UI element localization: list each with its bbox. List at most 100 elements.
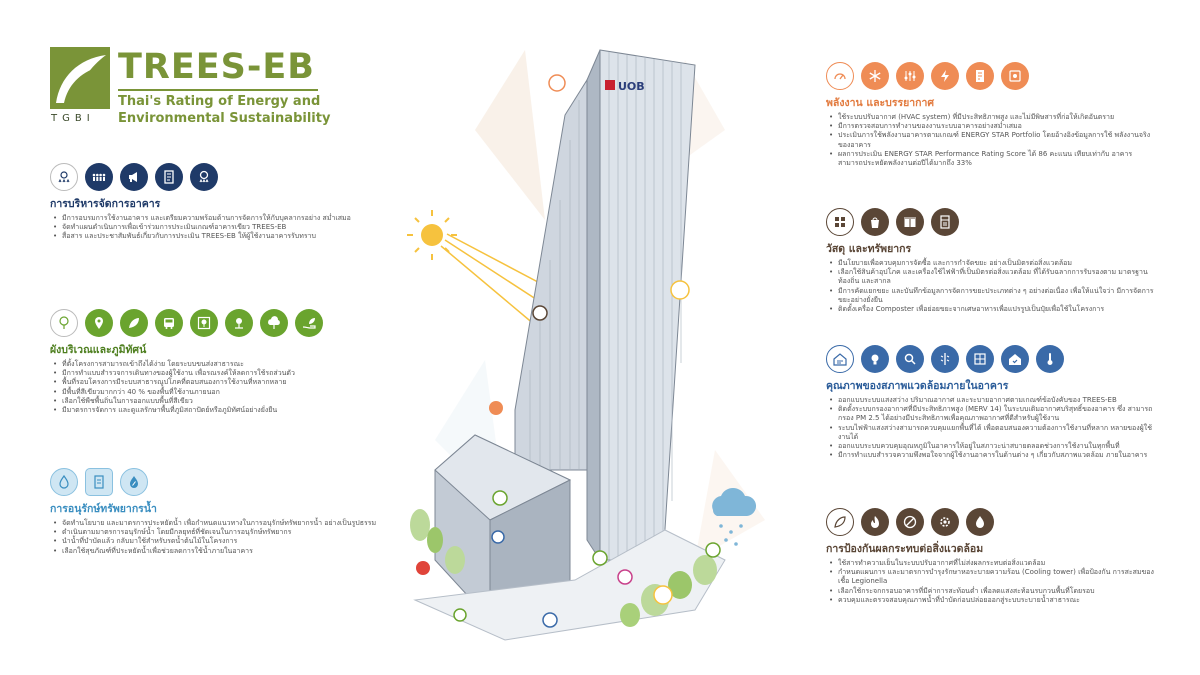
home-check-icon — [1001, 345, 1029, 373]
water-title: การอนุรักษ์ทรัพยากรน้ำ — [50, 503, 157, 515]
sun-rays — [440, 233, 554, 326]
water-percent-icon — [120, 468, 148, 496]
water-drop-icon — [50, 468, 78, 496]
energy-icon-row — [826, 62, 1156, 90]
list-item: เลือกใช้สินค้าอุปโภค และเครื่องใช้ไฟฟ้าท… — [829, 268, 1156, 286]
management-icon-row — [50, 163, 380, 191]
gear-leaf-icon — [931, 508, 959, 536]
list-item: เลือกใช้สุขภัณฑ์ที่ประหยัดน้ำเพื่อช่วยลด… — [53, 547, 380, 556]
leaf-shield-icon — [826, 508, 854, 536]
thermostat-icon — [1001, 62, 1029, 90]
recycle-bag-icon — [861, 208, 889, 236]
rain-cloud-icon — [712, 487, 757, 546]
landscape-trees — [410, 509, 717, 627]
water-document-icon — [85, 468, 113, 496]
lightbulb-icon — [861, 345, 889, 373]
uob-sign-text: UOB — [618, 80, 645, 93]
materials-title: วัสดุ และทรัพยากร — [826, 243, 912, 255]
megaphone-icon — [120, 163, 148, 191]
tree-frame-icon — [190, 309, 218, 337]
glass-panel-icon — [931, 345, 959, 373]
leaf-icon — [120, 309, 148, 337]
water-icon-row — [50, 468, 380, 496]
hand-leaf-icon — [295, 309, 323, 337]
list-item: จัดทำแผนดำเนินการเพื่อเข้าร่วมการประเมิน… — [53, 223, 380, 232]
management-title: การบริหารจัดการอาคาร — [50, 198, 161, 210]
logo-subtitle: Thai's Rating of Energy and Environmenta… — [118, 93, 330, 127]
list-item: ที่ตั้งโครงการสามารถเข้าถึงได้ง่าย โดยระ… — [53, 360, 380, 369]
filter-unit-icon — [966, 345, 994, 373]
pollution-bullets: ใช้สารทำความเย็นในระบบปรับอากาศที่ไม่ส่ง… — [826, 559, 1156, 605]
materials-bullets: มีนโยบายเพื่อควบคุมการจัดซื้อ และการกำจั… — [826, 259, 1156, 314]
management-bullets: มีการอบรมการใช้งานอาคาร และเตรียมความพร้… — [50, 214, 380, 242]
list-item: มีพื้นที่สีเขียวมากกว่า 40 % ของพื้นที่ใ… — [53, 388, 380, 397]
list-item: มีการคัดแยกขยะ และบันทึกข้อมูลการจัดการข… — [829, 287, 1156, 305]
cloud-tree-icon — [260, 309, 288, 337]
list-item: ออกแบบระบบควบคุมอุณหภูมิในอาคารให้อยู่ใน… — [829, 442, 1156, 451]
tower-facade-lines — [529, 52, 682, 560]
section-indoor-environment-quality: คุณภาพของสภาพแวดล้อมภายในอาคาร ออกแบบระบ… — [826, 345, 1156, 461]
section-building-management: การบริหารจัดการอาคาร มีการอบรมการใช้งานอ… — [50, 163, 380, 242]
tree-icon — [50, 309, 78, 337]
list-item: กำหนดแผนการ และมาตรการบำรุงรักษาหอระบายค… — [829, 568, 1156, 586]
list-item: มีการอบรมการใช้งานอาคาร และเตรียมความพร้… — [53, 214, 380, 223]
materials-icon-row — [826, 208, 1156, 236]
list-item: ควบคุมและตรวจสอบคุณภาพน้ำที่บำบัดก่อนปล่… — [829, 596, 1156, 605]
list-item: จัดทำนโยบาย และมาตรการประหยัดน้ำ เพื่อกำ… — [53, 519, 380, 528]
sliders-icon — [896, 62, 924, 90]
ieq-icon-row — [826, 345, 1156, 373]
list-item: มีการทำแบบสำรวจการเดินทางของผู้ใช้งาน เพ… — [53, 369, 380, 378]
pollution-title: การป้องกันผลกระทบต่อสิ่งแวดล้อม — [826, 543, 984, 555]
lightning-icon — [931, 62, 959, 90]
site-icon-row — [50, 309, 380, 337]
logo-divider — [118, 89, 318, 91]
list-item: ผลการประเมิน ENERGY STAR Performance Rat… — [829, 150, 1156, 168]
bins-icon — [896, 208, 924, 236]
section-environmental-protection: การป้องกันผลกระทบต่อสิ่งแวดล้อม ใช้สารทำ… — [826, 508, 1156, 605]
materials-grid-icon — [826, 208, 854, 236]
snowflake-icon — [861, 62, 889, 90]
trees-eb-logo: TGBI TREES-EB Thai's Rating of Energy an… — [50, 47, 330, 129]
list-item: ประเมินการใช้พลังงานอาคารตามเกณฑ์ ENERGY… — [829, 131, 1156, 149]
sun-icon — [407, 210, 457, 260]
logo-title: TREES-EB — [118, 47, 315, 87]
list-item: ระบบไฟฟ้าแสงสว่างสามารถควบคุมแยกพื้นที่ไ… — [829, 424, 1156, 442]
list-item: มีการทำแบบสำรวจความพึงพอใจจากผู้ใช้งานอา… — [829, 451, 1156, 460]
magnifier-icon — [896, 345, 924, 373]
pollution-icon-row — [826, 508, 1156, 536]
list-item: ดำเนินตามมาตรการอนุรักษ์น้ำ โดยมีกลยุทธ์… — [53, 528, 380, 537]
list-item: สื่อสาร และประชาสัมพันธ์เกี่ยวกับการประเ… — [53, 232, 380, 241]
list-item: มีการตรวจสอบการทำงานของงานระบบอาคารอย่าง… — [829, 122, 1156, 131]
section-energy-atmosphere: พลังงาน และบรรยากาศ ใช้ระบบปรับอากาศ (HV… — [826, 62, 1156, 168]
energy-report-icon — [966, 62, 994, 90]
building-illustration: UOB — [407, 49, 765, 641]
list-item: เลือกใช้กระจกกรอบอาคารที่มีค่าการสะท้อนต… — [829, 587, 1156, 596]
logo-subtitle-line2: Environmental Sustainability — [118, 111, 331, 126]
drop-flame-icon — [966, 508, 994, 536]
tgbi-label: TGBI — [51, 113, 95, 124]
site-bullets: ที่ตั้งโครงการสามารถเข้าถึงได้ง่าย โดยระ… — [50, 360, 380, 415]
flame-icon — [861, 508, 889, 536]
energy-bullets: ใช้ระบบปรับอากาศ (HVAC system) ที่มีประส… — [826, 113, 1156, 168]
water-bullets: จัดทำนโยบาย และมาตรการประหยัดน้ำ เพื่อกำ… — [50, 519, 380, 556]
list-item: ใช้สารทำความเย็นในระบบปรับอากาศที่ไม่ส่ง… — [829, 559, 1156, 568]
tgbi-leaf-logo-icon — [50, 47, 110, 109]
list-item: ติดตั้งระบบกรองอากาศที่มีประสิทธิภาพสูง … — [829, 405, 1156, 423]
energy-gauge-icon — [826, 62, 854, 90]
list-item: พื้นที่รอบโครงการมีระบบสาธารณูปโภคที่ตอบ… — [53, 378, 380, 387]
list-item: มีมาตรการจัดการ และดูแลรักษาพื้นที่ภูมิส… — [53, 406, 380, 415]
energy-title: พลังงาน และบรรยากาศ — [826, 97, 935, 109]
tower-side-face — [586, 49, 601, 562]
section-site-landscape: ผังบริเวณและภูมิทัศน์ ที่ตั้งโครงการสามา… — [50, 309, 380, 415]
compost-machine-icon — [931, 208, 959, 236]
no-smoke-icon — [896, 508, 924, 536]
logo-subtitle-line1: Thai's Rating of Energy and — [118, 94, 321, 109]
list-item: ใช้ระบบปรับอากาศ (HVAC system) ที่มีประส… — [829, 113, 1156, 122]
list-item: ออกแบบระบบแสงสว่าง ปริมาณอากาศ และระบายอ… — [829, 396, 1156, 405]
site-title: ผังบริเวณและภูมิทัศน์ — [50, 344, 147, 356]
list-item: นำน้ำที่บำบัดแล้ว กลับมาใช้สำหรับรดน้ำต้… — [53, 537, 380, 546]
section-water-conservation: การอนุรักษ์ทรัพยากรน้ำ จัดทำนโยบาย และมา… — [50, 468, 380, 556]
thermometer-icon — [1036, 345, 1064, 373]
section-materials-resources: วัสดุ และทรัพยากร มีนโยบายเพื่อควบคุมการ… — [826, 208, 1156, 314]
rating-stars-icon — [50, 163, 78, 191]
